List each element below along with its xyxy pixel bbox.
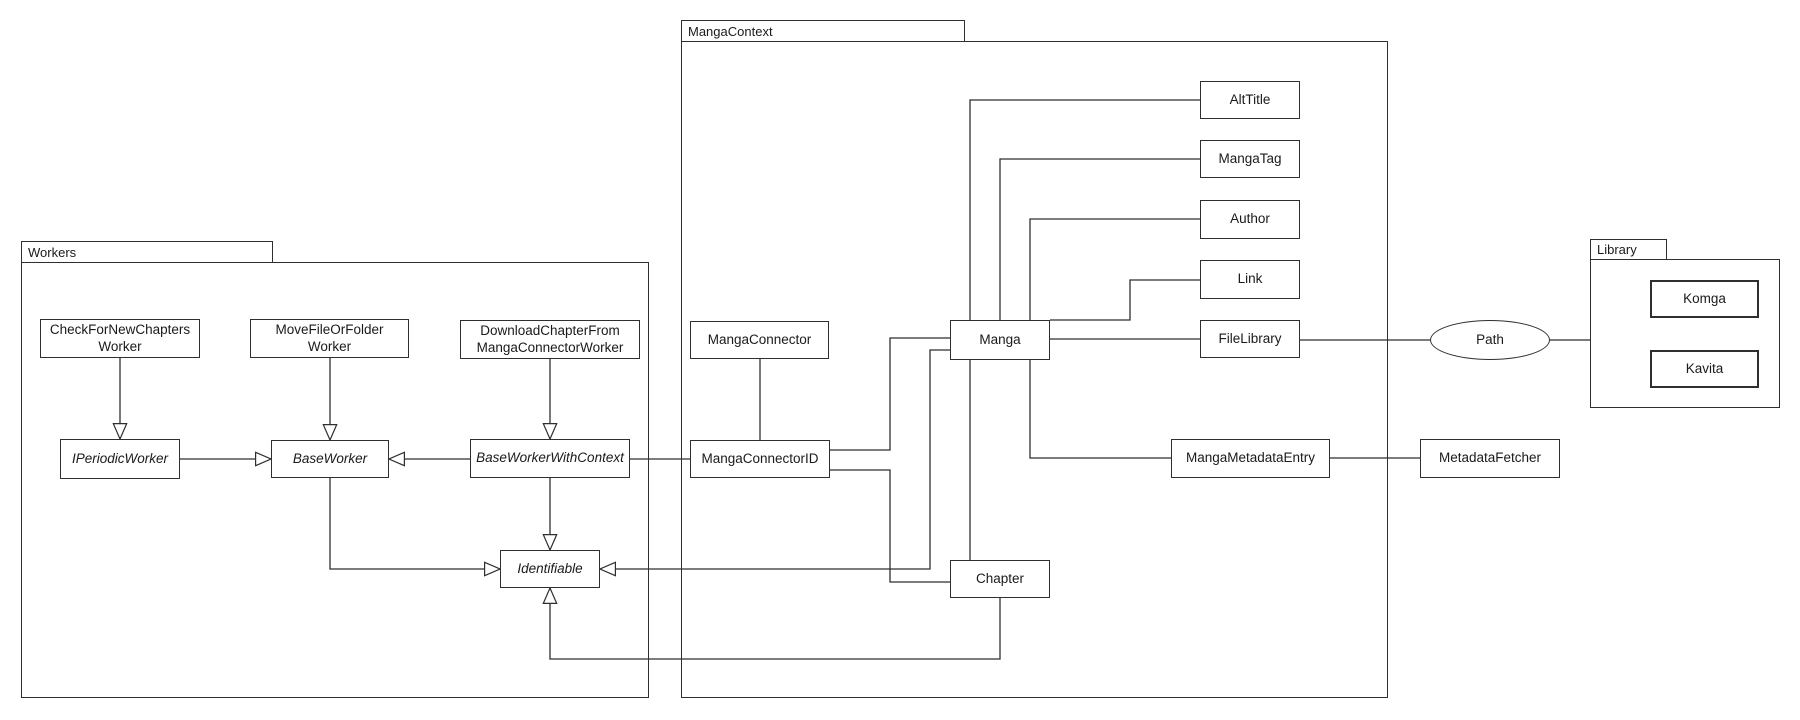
class-kavita: Kavita bbox=[1650, 350, 1759, 388]
class-label: Chapter bbox=[975, 570, 1025, 586]
class-manga: Manga bbox=[950, 320, 1050, 360]
node-path-ellipse: Path bbox=[1430, 320, 1550, 360]
package-label-mangacontext: MangaContext bbox=[688, 23, 773, 39]
class-label: BaseWorker bbox=[292, 450, 368, 466]
class-label: BaseWorkerWithContext bbox=[476, 450, 624, 466]
class-label: MetadataFetcher bbox=[1438, 450, 1542, 466]
class-label: Identifiable bbox=[517, 560, 583, 576]
class-label: MangaConnectorID bbox=[701, 450, 819, 466]
class-komga: Komga bbox=[1650, 280, 1759, 318]
class-filelibrary: FileLibrary bbox=[1200, 320, 1300, 358]
class-label: MangaTag bbox=[1218, 150, 1282, 166]
class-metadatafetcher: MetadataFetcher bbox=[1420, 439, 1560, 478]
class-label-line: Worker bbox=[307, 338, 352, 354]
class-label: IPeriodicWorker bbox=[71, 450, 169, 466]
class-chapter: Chapter bbox=[950, 560, 1050, 598]
class-label: Path bbox=[1476, 331, 1504, 347]
class-label: Author bbox=[1230, 211, 1270, 227]
class-label-line: Worker bbox=[98, 338, 142, 354]
class-identifiable: Identifiable bbox=[500, 550, 600, 588]
class-iperiodicworker: IPeriodicWorker bbox=[60, 439, 180, 479]
package-label-library: Library bbox=[1597, 242, 1637, 257]
class-checkfornewchaptersworker: CheckForNewChapters Worker bbox=[40, 319, 200, 358]
class-movefileorfolderworker: MoveFileOrFolder Worker bbox=[250, 319, 409, 358]
package-label-workers: Workers bbox=[28, 244, 77, 260]
class-label: Komga bbox=[1683, 290, 1726, 306]
class-label-line: DownloadChapterFrom bbox=[480, 322, 620, 338]
class-label: MangaMetadataEntry bbox=[1185, 450, 1316, 466]
class-alttitle: AltTitle bbox=[1200, 81, 1300, 119]
class-label-line: CheckForNewChapters bbox=[49, 321, 191, 337]
class-author: Author bbox=[1200, 200, 1300, 239]
package-tab-mangacontext: MangaContext bbox=[681, 20, 965, 41]
class-link: Link bbox=[1200, 260, 1300, 299]
class-label-line: MoveFileOrFolder bbox=[275, 321, 384, 337]
class-label: Link bbox=[1237, 271, 1263, 287]
package-body-library bbox=[1590, 259, 1780, 408]
class-label: AltTitle bbox=[1229, 91, 1271, 107]
class-label: Kavita bbox=[1685, 360, 1724, 376]
class-mangatag: MangaTag bbox=[1200, 140, 1300, 178]
class-label: FileLibrary bbox=[1218, 330, 1282, 346]
package-tab-workers: Workers bbox=[21, 241, 273, 262]
class-downloadchapterfrommangaconnectorworker: DownloadChapterFrom MangaConnectorWorker bbox=[460, 320, 640, 359]
class-baseworkerwithcontext: BaseWorkerWithContext bbox=[470, 439, 630, 478]
class-label: Manga bbox=[979, 331, 1021, 347]
package-tab-library: Library bbox=[1590, 239, 1667, 259]
class-label: MangaConnector bbox=[707, 331, 812, 347]
class-mangaconnectorid: MangaConnectorID bbox=[690, 440, 830, 478]
class-label-line: MangaConnectorWorker bbox=[476, 339, 624, 355]
class-mangametadataentry: MangaMetadataEntry bbox=[1171, 439, 1330, 478]
class-baseworker: BaseWorker bbox=[271, 440, 389, 478]
class-mangaconnector: MangaConnector bbox=[690, 321, 829, 359]
